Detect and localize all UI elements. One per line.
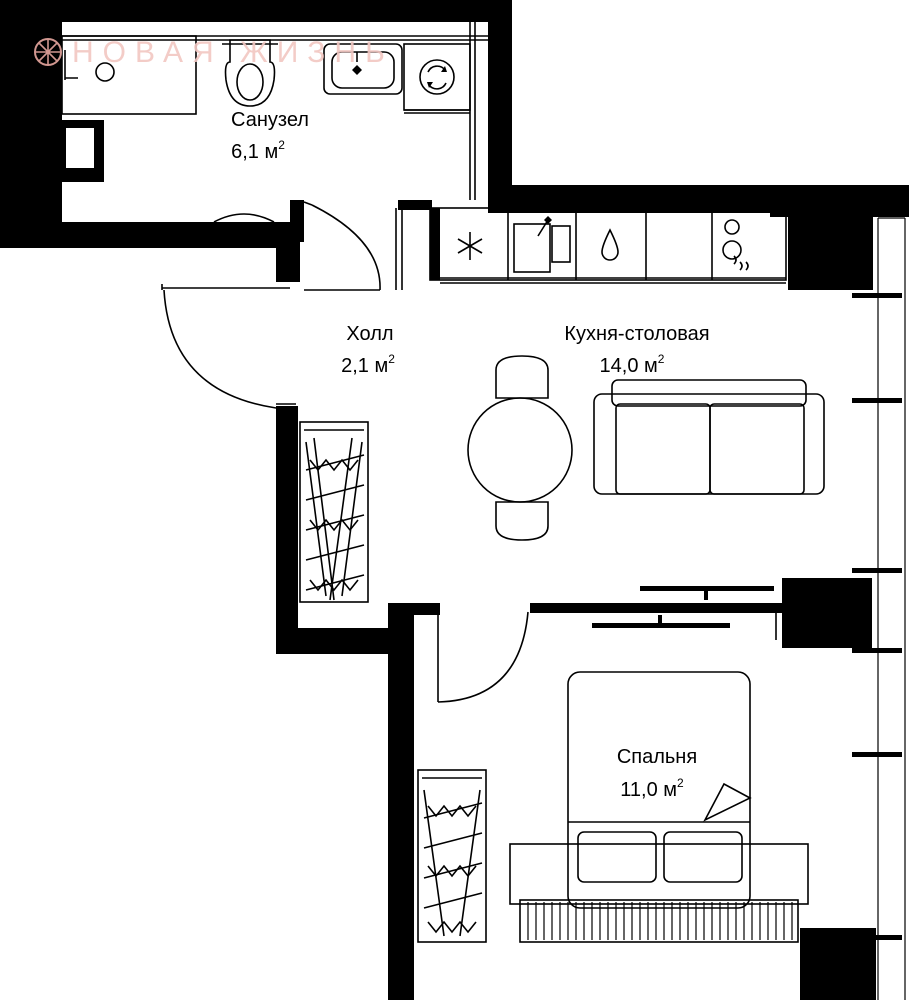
wall-bedroom-left-top	[406, 603, 440, 615]
room-label-hall: Холл 2,1 м2	[341, 323, 395, 377]
chair-top	[495, 355, 549, 399]
shower-drain-icon	[95, 62, 115, 82]
stove-icon	[722, 219, 749, 271]
wall-bedroom-left	[388, 603, 414, 1000]
kitchen-counter	[429, 207, 787, 281]
brand-logo-icon	[34, 38, 62, 66]
wall-kitchen-top	[488, 185, 788, 213]
wall-bath-right	[488, 0, 512, 210]
fridge-icon	[457, 232, 483, 260]
bed-icon	[509, 671, 809, 943]
kitchen-sink-icon	[513, 216, 571, 273]
room-name: Санузел	[231, 109, 309, 131]
bedroom-door-arc	[437, 611, 529, 703]
room-area: 2,1 м2	[341, 352, 395, 377]
wall-partition	[530, 603, 786, 613]
wall-hall-left	[276, 406, 298, 652]
hall	[161, 284, 369, 603]
bedroom-wardrobe-icon	[417, 769, 487, 943]
wall-kitchen-post	[398, 200, 432, 210]
entrance-door-arc	[163, 289, 277, 409]
room-name: Кухня-столовая	[564, 323, 709, 345]
room-area: 14,0 м2	[600, 352, 665, 377]
sink-icon	[323, 43, 403, 95]
bedroom	[417, 611, 809, 943]
kitchen	[395, 207, 825, 628]
wall-shaft-inner	[66, 128, 94, 168]
washing-machine-icon	[403, 43, 471, 111]
room-name: Спальня	[617, 746, 697, 768]
wall-bath-top	[0, 0, 512, 22]
dishwasher-icon	[601, 228, 619, 261]
wall-right-middle	[782, 578, 872, 648]
tv-bedroom	[592, 623, 730, 628]
room-label-bathroom: Санузел 6,1 м2	[231, 109, 309, 163]
room-label-bedroom: Спальня 11,0 м2	[617, 746, 697, 801]
tv-stand	[640, 586, 774, 591]
room-area: 6,1 м2	[231, 138, 285, 163]
wall-door-post	[290, 200, 304, 242]
room-area: 11,0 м2	[620, 776, 684, 801]
watermark-text: НОВАЯ ЖИЗНЬ	[72, 36, 394, 69]
window-right	[852, 217, 906, 1000]
wall-bath-bottom	[0, 222, 290, 248]
bathroom-door-arc	[311, 204, 381, 291]
chair-bottom	[495, 501, 549, 541]
wall-right-upper	[788, 185, 873, 290]
toilet-icon	[224, 39, 276, 107]
bathroom	[61, 22, 488, 291]
dining-table	[467, 355, 573, 541]
room-label-kitchen: Кухня-столовая 14,0 м2	[564, 323, 709, 377]
wall-hall-bottom	[276, 628, 408, 654]
wall-hall-left-stub	[276, 240, 300, 282]
room-name: Холл	[346, 323, 393, 345]
watermark: НОВАЯ ЖИЗНЬ	[34, 36, 394, 69]
sofa-icon	[593, 379, 825, 495]
wall-bath-bottom-left	[0, 180, 26, 248]
hall-wardrobe-icon	[299, 421, 369, 603]
